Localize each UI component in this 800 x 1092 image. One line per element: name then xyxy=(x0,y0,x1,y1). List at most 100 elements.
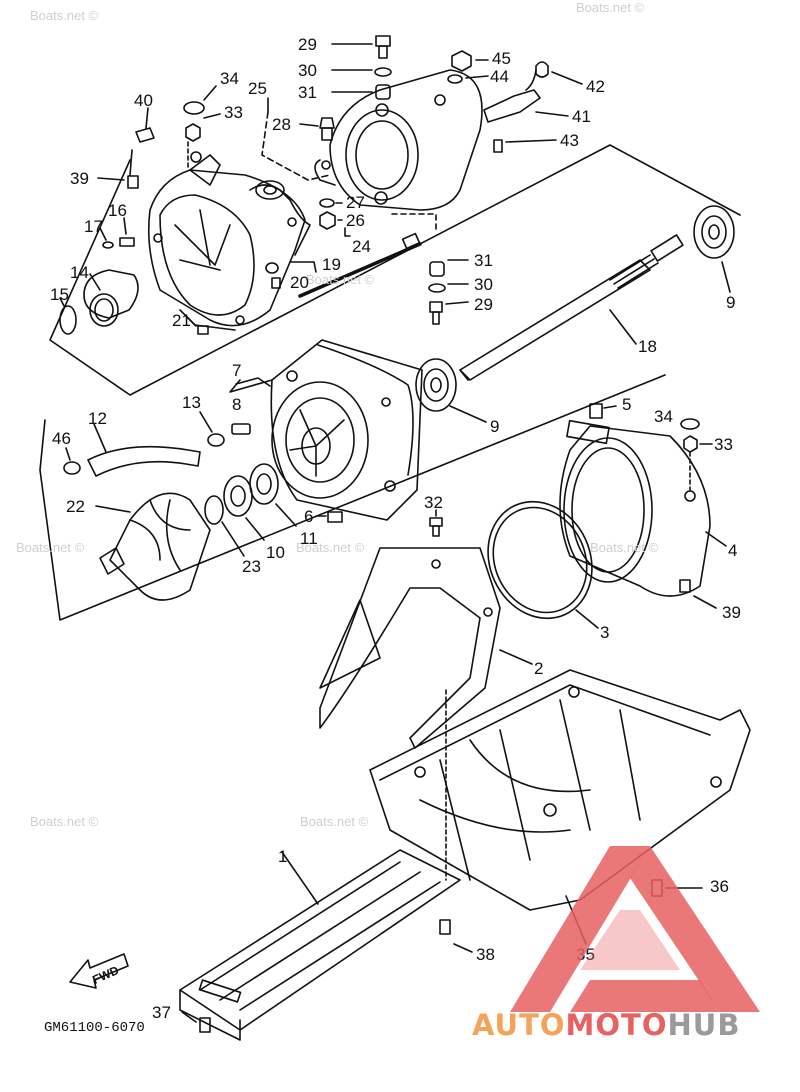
part-label-23: 23 xyxy=(242,557,261,576)
bolt-16 xyxy=(119,217,135,247)
bolt-32 xyxy=(429,509,443,537)
logo-text-hub: HUB xyxy=(667,1008,741,1042)
washer-23 xyxy=(204,495,245,557)
seal-10 xyxy=(223,475,265,541)
bolt-29-bottom xyxy=(429,301,469,325)
oring-15 xyxy=(59,297,77,335)
impeller-housing xyxy=(270,339,423,521)
part-label-32: 32 xyxy=(424,493,443,512)
impeller-22 xyxy=(95,492,211,601)
stud-24 xyxy=(298,232,422,298)
diagram-code: GM61100-6070 xyxy=(44,1020,145,1036)
bolt-29-top xyxy=(331,35,391,59)
watermark: Boats.net © xyxy=(306,272,375,287)
watermark: Boats.net © xyxy=(590,540,659,555)
bolt-39-right xyxy=(679,579,717,609)
bolt-20 xyxy=(271,277,281,289)
part-label-30b: 30 xyxy=(474,275,493,294)
part-label-34b: 34 xyxy=(654,407,673,426)
part-label-39: 39 xyxy=(70,169,89,188)
part-label-14: 14 xyxy=(70,263,89,282)
steering-nozzle-housing xyxy=(314,69,483,211)
part-label-28: 28 xyxy=(272,115,291,134)
part-label-29b: 29 xyxy=(474,295,493,314)
bolt-43 xyxy=(493,139,557,153)
logo-text: AUTOMOTOHUB xyxy=(472,1008,740,1042)
upper-group-outline xyxy=(49,144,741,396)
part-label-34: 34 xyxy=(220,69,239,88)
part-label-22: 22 xyxy=(66,497,85,516)
logo-text-auto: AUTO xyxy=(472,1008,566,1042)
cap-34-right xyxy=(680,418,700,430)
nut-26 xyxy=(319,211,343,230)
watermark: Boats.net © xyxy=(300,814,369,829)
part-label-4: 4 xyxy=(728,541,738,560)
intake-plate-1 xyxy=(179,849,461,1041)
part-label-12: 12 xyxy=(88,409,107,428)
part-label-33b: 33 xyxy=(714,435,733,454)
cover-14 xyxy=(83,269,139,327)
part-label-25: 25 xyxy=(248,79,267,98)
part-label-3: 3 xyxy=(600,623,610,642)
part-label-19: 19 xyxy=(322,255,341,274)
logo-text-moto: MOTO xyxy=(565,1008,668,1042)
pump-housing xyxy=(147,151,311,331)
washer-17 xyxy=(99,227,114,249)
nut-45 xyxy=(451,50,489,72)
collar-31-bottom xyxy=(429,259,469,277)
part-label-27: 27 xyxy=(346,193,365,212)
plate-40 xyxy=(135,107,155,143)
part-label-42: 42 xyxy=(586,77,605,96)
clamp-46 xyxy=(63,447,81,475)
bolt-38 xyxy=(439,919,473,953)
part-label-15: 15 xyxy=(50,285,69,304)
part-label-26: 26 xyxy=(346,211,365,230)
watermark: Boats.net © xyxy=(296,540,365,555)
pin-6 xyxy=(315,511,343,523)
part-label-45: 45 xyxy=(492,49,511,68)
automotohub-logo-icon xyxy=(510,846,760,1012)
part-label-24: 24 xyxy=(352,237,371,256)
part-label-39b: 39 xyxy=(722,603,741,622)
cap-34-top xyxy=(183,85,217,115)
hose-12 xyxy=(87,423,201,477)
part-label-1: 1 xyxy=(278,847,288,866)
part-label-21: 21 xyxy=(172,311,191,330)
plate-2 xyxy=(319,547,533,749)
watermark: Boats.net © xyxy=(30,814,99,829)
part-label-46: 46 xyxy=(52,429,71,448)
part-label-10: 10 xyxy=(266,543,285,562)
part-label-7: 7 xyxy=(232,361,242,380)
part-label-31b: 31 xyxy=(474,251,493,270)
part-label-30: 30 xyxy=(298,61,317,80)
part-label-18: 18 xyxy=(638,337,657,356)
bolt-8 xyxy=(231,423,251,435)
watermark: Boats.net © xyxy=(16,540,85,555)
drive-shaft-18 xyxy=(459,234,684,381)
middle-group-outline xyxy=(39,374,666,621)
part-label-9b: 9 xyxy=(490,417,500,436)
nut-19 xyxy=(265,262,279,274)
watermark: Boats.net © xyxy=(30,8,99,23)
part-label-13: 13 xyxy=(182,393,201,412)
bolt-28 xyxy=(299,117,335,141)
part-label-20: 20 xyxy=(290,273,309,292)
washer-30-bottom xyxy=(428,283,469,293)
part-label-17: 17 xyxy=(84,217,103,236)
part-label-29: 29 xyxy=(298,35,317,54)
nut-33-top xyxy=(185,113,221,142)
bolt-39-top xyxy=(97,175,139,189)
part-label-16: 16 xyxy=(108,201,127,220)
part-label-40: 40 xyxy=(134,91,153,110)
part-label-44: 44 xyxy=(490,67,509,86)
part-label-9: 9 xyxy=(726,293,736,312)
part-label-6: 6 xyxy=(304,507,314,526)
washer-27 xyxy=(319,198,343,208)
pin-21 xyxy=(185,315,209,335)
bracket-41 xyxy=(483,69,569,123)
part-label-8: 8 xyxy=(232,395,242,414)
plug-5 xyxy=(589,403,617,419)
part-label-33: 33 xyxy=(224,103,243,122)
